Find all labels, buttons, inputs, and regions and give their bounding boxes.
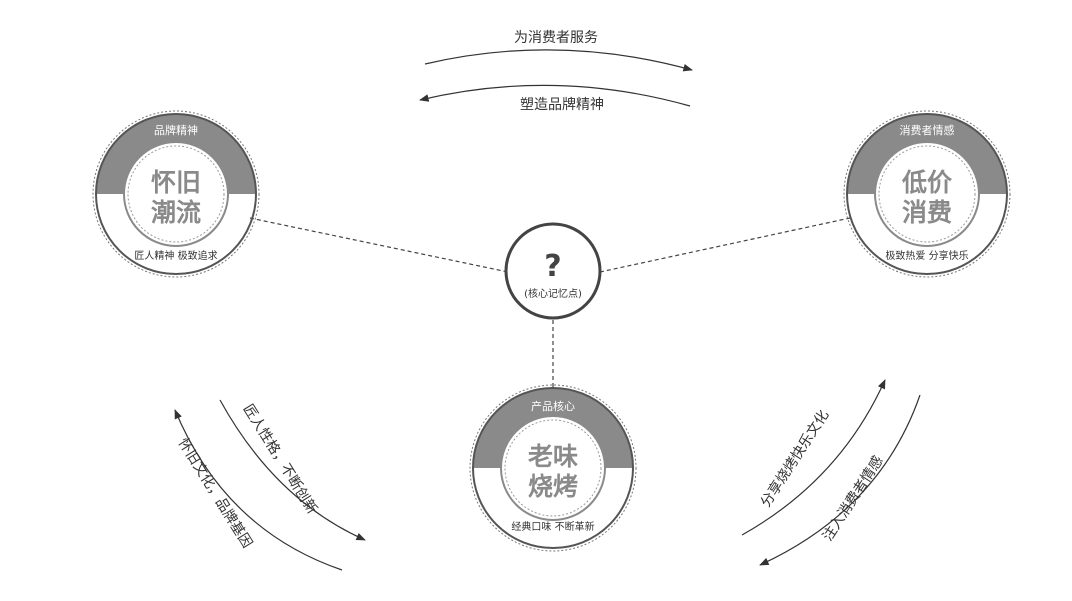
left-arrows: 匠人性格，不断创新 怀旧文化，品牌基因 <box>174 399 366 571</box>
node-subtitle: 经典口味 不断革新 <box>511 520 594 533</box>
top-arrows: 为消费者服务 塑造品牌精神 <box>419 30 693 113</box>
right-arrows: 分享烧烤快乐文化 注入消费者情感 <box>741 379 921 566</box>
arrow-serve-consumers-label: 为消费者服务 <box>514 30 598 46</box>
arrow-serve-consumers <box>424 49 693 72</box>
arrow-right-inner <box>741 379 886 536</box>
node-title-line1: 低价 <box>901 168 953 197</box>
node-title-line2: 消费 <box>902 198 952 227</box>
node-band-label: 品牌精神 <box>154 123 198 137</box>
arrow-right-outer <box>759 394 921 566</box>
question-mark: ? <box>544 249 561 284</box>
node-band-label: 产品核心 <box>531 399 575 413</box>
arrow-left-outer <box>174 409 343 571</box>
center-label: (核心记忆点) <box>524 287 582 300</box>
center-node: ? (核心记忆点) <box>504 222 602 320</box>
arrow-brand-spirit <box>419 84 691 107</box>
node-nostalgia-trend: 品牌精神 怀旧 潮流 匠人精神 极致追求 <box>92 110 260 278</box>
node-low-price-consumption: 消费者情感 低价 消费 极致热爱 分享快乐 <box>843 110 1011 278</box>
arrow-left-outer-label: 怀旧文化，品牌基因 <box>175 435 256 551</box>
node-subtitle: 匠人精神 极致追求 <box>134 249 217 262</box>
arrow-left-inner <box>219 399 366 541</box>
arrow-right-inner-label: 分享烧烤快乐文化 <box>757 407 832 510</box>
connector-lines <box>249 217 851 392</box>
node-title-line2: 烧烤 <box>528 472 578 501</box>
node-old-flavor-bbq: 产品核心 老味 烧烤 经典口味 不断革新 <box>469 384 637 552</box>
node-title-line1: 怀旧 <box>151 168 201 197</box>
node-title-line1: 老味 <box>528 442 578 471</box>
connector-left <box>249 217 509 273</box>
node-band-label: 消费者情感 <box>900 123 955 137</box>
node-subtitle: 极致热爱 分享快乐 <box>885 249 968 262</box>
node-title-line2: 潮流 <box>151 198 201 227</box>
arrow-left-inner-label: 匠人性格，不断创新 <box>240 402 320 517</box>
connector-right <box>599 217 851 273</box>
arrow-brand-spirit-label: 塑造品牌精神 <box>520 96 604 113</box>
